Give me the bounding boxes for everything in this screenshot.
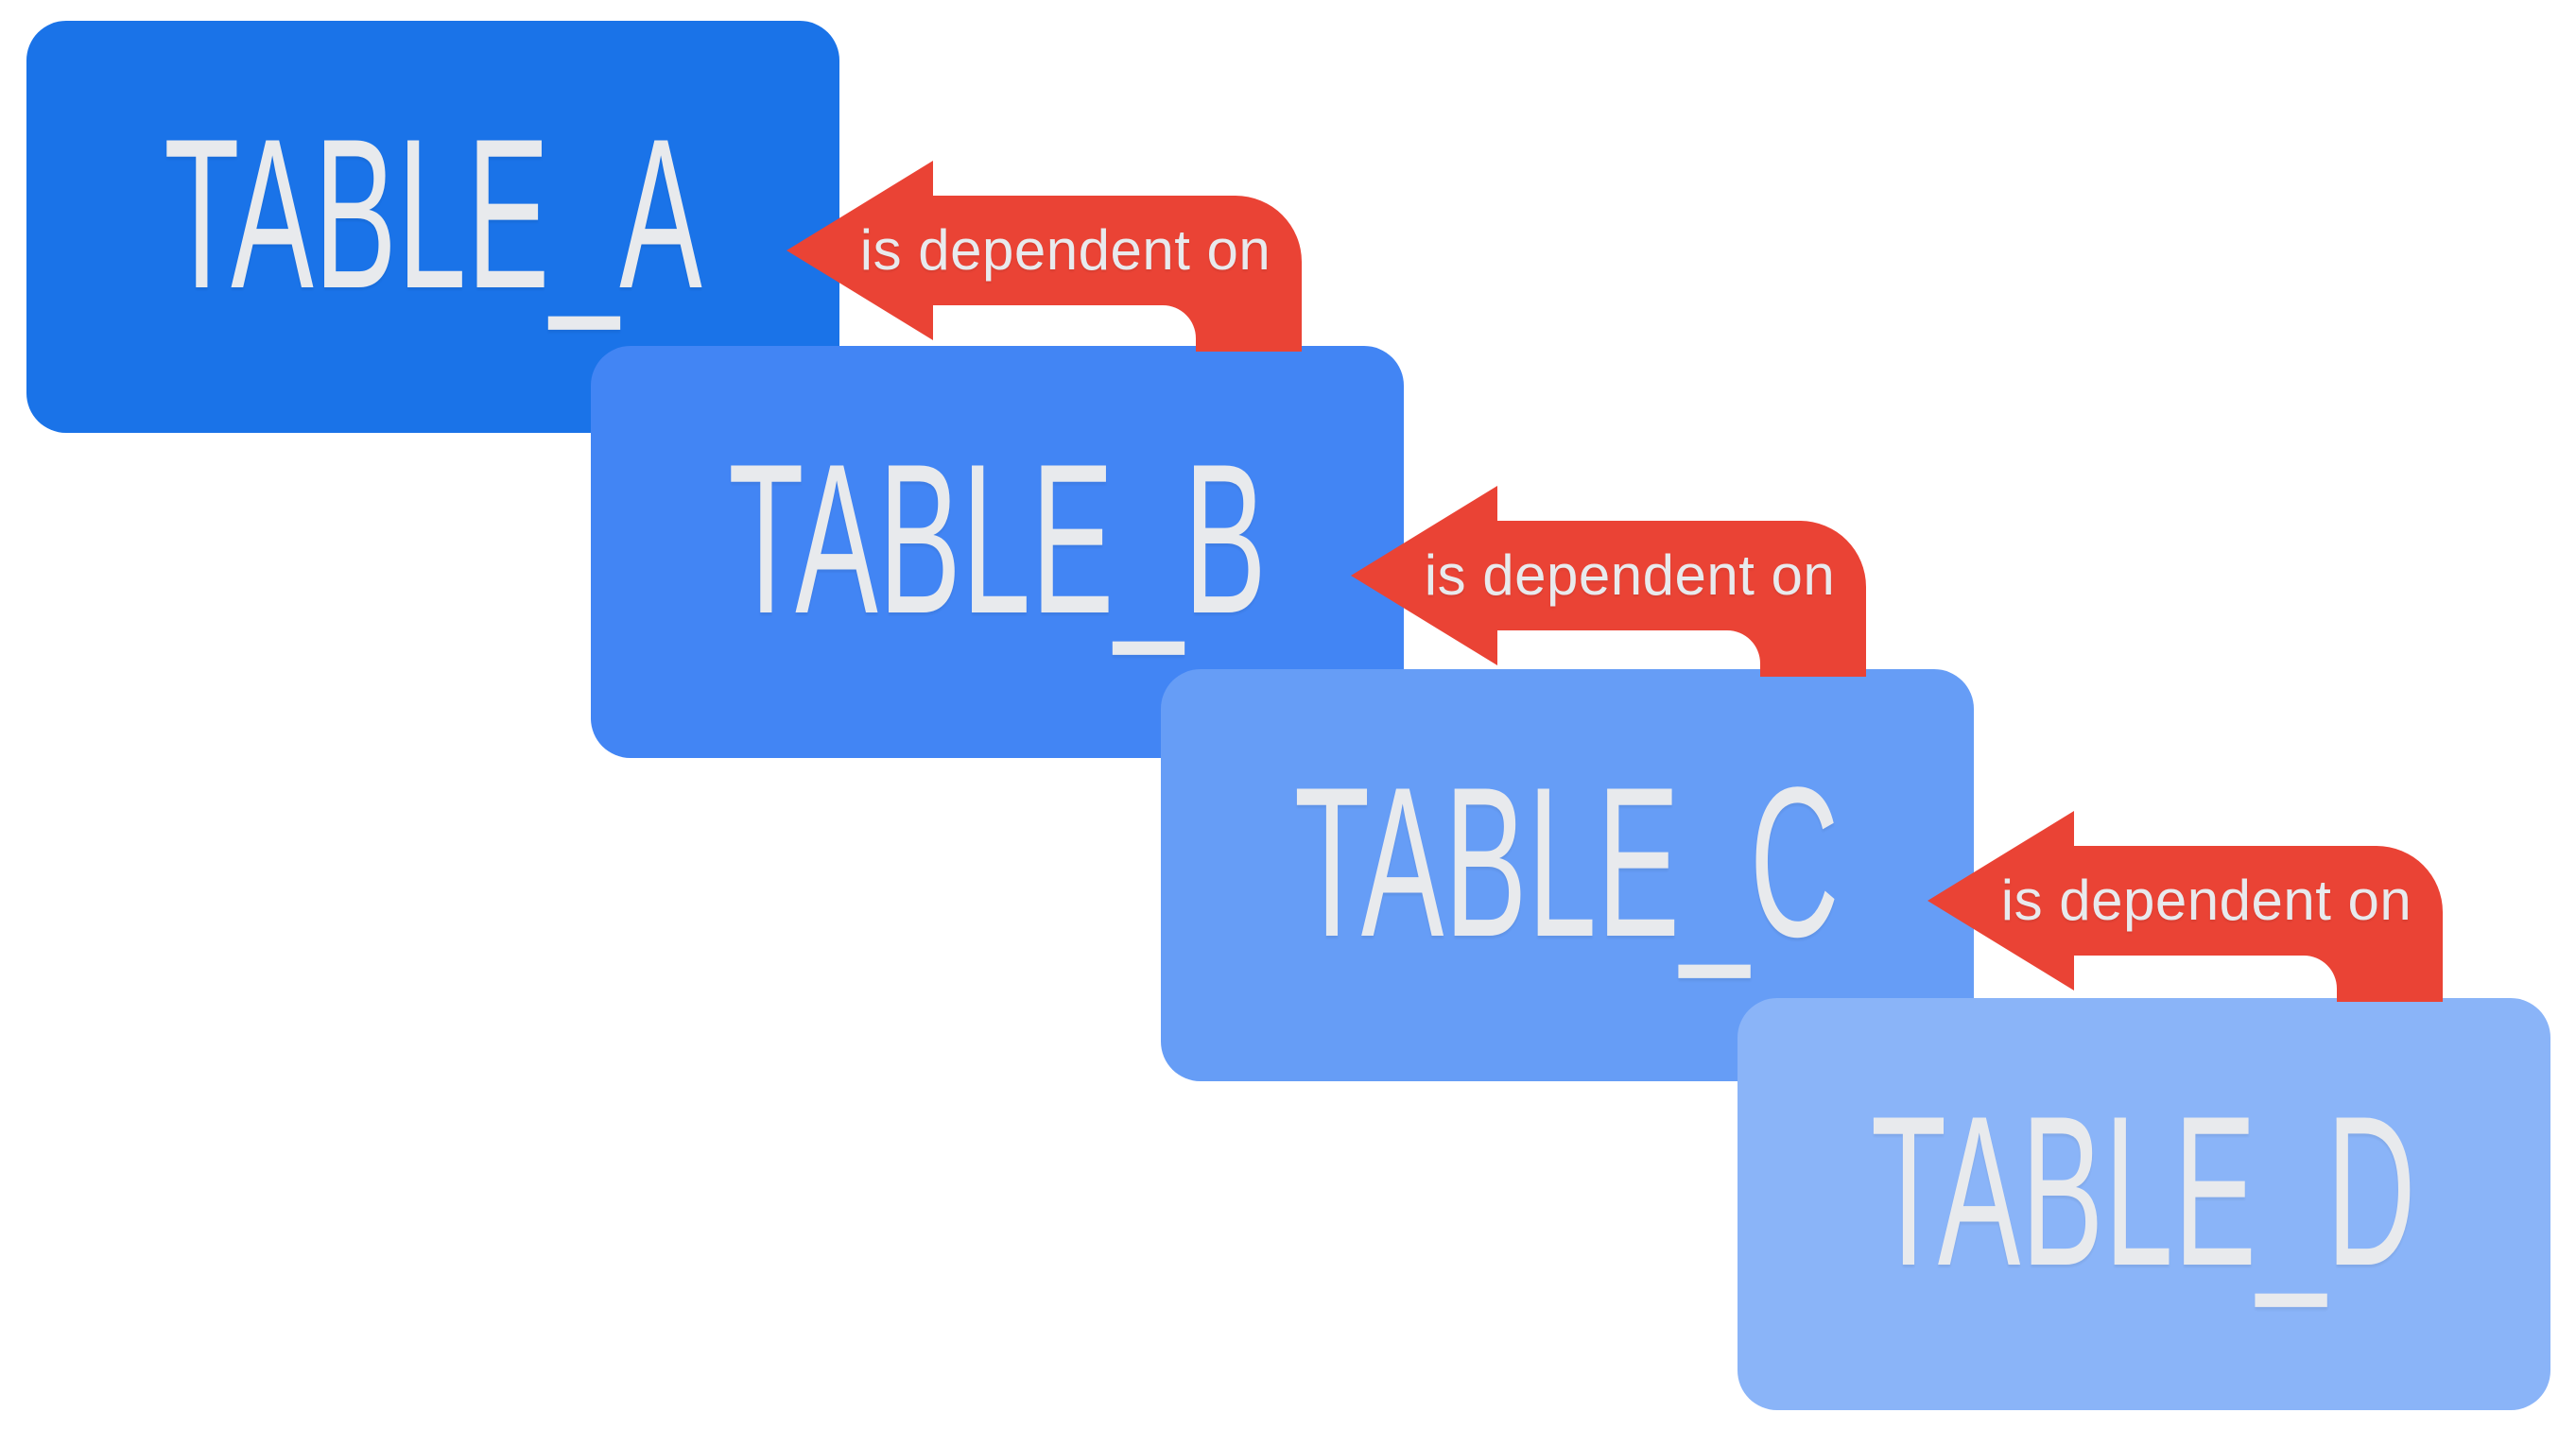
table-a-label: TABLE_A <box>164 94 702 333</box>
table-c-label: TABLE_C <box>1294 742 1841 981</box>
left-hook-arrow-icon <box>1928 811 2443 1002</box>
left-hook-arrow-icon <box>787 161 1302 352</box>
dependency-arrow-label: is dependent on <box>1424 543 1836 607</box>
dependency-arrow-label: is dependent on <box>859 218 1271 282</box>
left-hook-arrow-icon <box>1351 486 1866 677</box>
dependency-arrow-label: is dependent on <box>2000 869 2412 932</box>
dependency-arrow-b-to-a: is dependent on <box>787 161 1302 352</box>
table-d-label: TABLE_D <box>1871 1071 2417 1310</box>
table-d-box: TABLE_D <box>1738 998 2550 1410</box>
table-a-box: TABLE_A <box>26 21 839 433</box>
table-b-label: TABLE_B <box>728 419 1267 658</box>
dependency-arrow-d-to-c: is dependent on <box>1928 811 2443 1002</box>
dependency-arrow-c-to-b: is dependent on <box>1351 486 1866 677</box>
